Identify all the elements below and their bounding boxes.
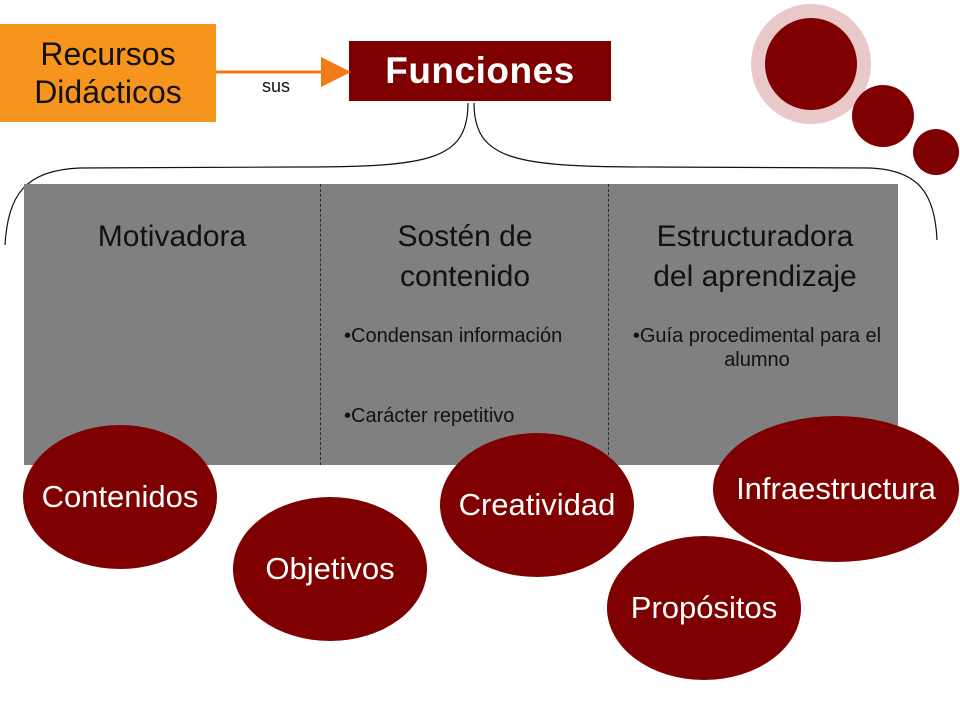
recursos-line1: Recursos xyxy=(40,36,176,72)
small-maroon-circle xyxy=(913,129,959,175)
ellipse-creatividad: Creatividad xyxy=(440,433,634,577)
recursos-didacticos-box: Recursos Didácticos xyxy=(0,24,216,122)
column-estructuradora-title: Estructuradora del aprendizaje xyxy=(653,220,857,293)
ellipse-propositos: Propósitos xyxy=(607,536,801,680)
column-divider xyxy=(608,184,609,465)
ellipse-infraestructura-label: Infraestructura xyxy=(736,471,936,506)
column-divider xyxy=(320,184,321,465)
bullet-caracter: •Carácter repetitivo xyxy=(344,405,515,427)
large-maroon-circle xyxy=(765,18,857,110)
connector-label: sus xyxy=(262,76,291,96)
ellipse-contenidos-label: Contenidos xyxy=(41,479,199,514)
recursos-line2: Didácticos xyxy=(34,74,182,110)
column-sosten-title: Sostén de contenido xyxy=(397,220,533,293)
funciones-title: Funciones xyxy=(385,50,575,91)
ellipse-objetivos: Objetivos xyxy=(233,497,427,641)
ellipse-contenidos: Contenidos xyxy=(23,425,217,569)
brace-right-curve xyxy=(473,102,938,241)
brace-left-curve xyxy=(4,102,469,246)
functions-panel xyxy=(24,184,898,465)
medium-maroon-circle xyxy=(852,85,914,147)
bullet-condensan: •Condensan información xyxy=(344,325,563,347)
column-motivadora-title: Motivadora xyxy=(97,220,247,253)
funciones-box: Funciones xyxy=(349,41,611,101)
ellipse-infraestructura: Infraestructura xyxy=(713,416,959,562)
bullet-guia: •Guía procedimental para el alumno xyxy=(632,325,882,371)
ellipse-creatividad-label: Creatividad xyxy=(458,487,616,522)
ellipse-objetivos-label: Objetivos xyxy=(265,551,395,586)
ellipse-propositos-label: Propósitos xyxy=(630,590,778,625)
